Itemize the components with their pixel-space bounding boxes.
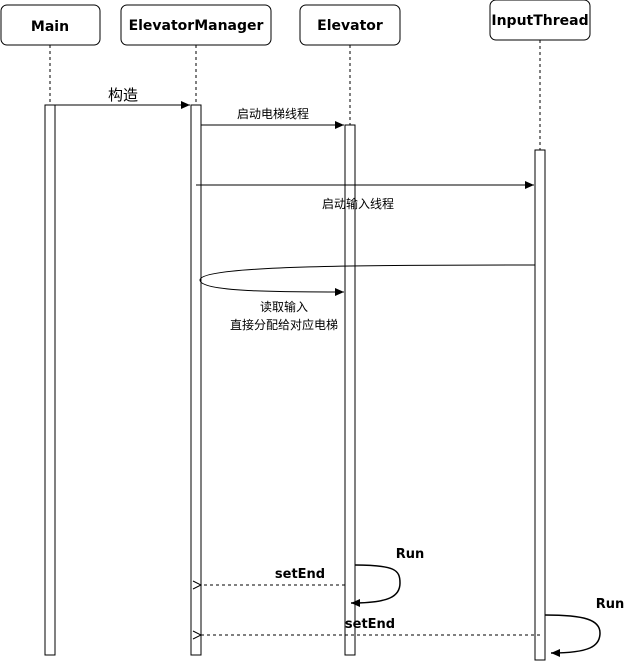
actor-input-thread-box — [489, 0, 591, 41]
message-start-input-thread-label: 启动输入线程 — [322, 196, 394, 211]
activation-elevator — [344, 124, 356, 656]
actor-main-box — [0, 4, 101, 46]
actor-main-label: Main — [31, 19, 69, 35]
actor-input-thread-label: InputThread — [491, 13, 588, 29]
activation-elevator-manager — [190, 104, 202, 656]
message-elevator-run-label: Run — [396, 547, 425, 562]
message-elevator-set-end: setEnd — [201, 567, 345, 585]
message-construct-label: 构造 — [108, 86, 138, 104]
message-start-elevator-threads-label: 启动电梯线程 — [237, 106, 309, 121]
actor-elevator-manager[interactable]: ElevatorManager — [120, 4, 272, 46]
message-read-input: 读取输入 直接分配给对应电梯 — [199, 264, 536, 332]
actor-elevator-manager-label: ElevatorManager — [129, 18, 264, 34]
message-input-run-arrow — [544, 614, 601, 657]
activation-input-thread — [534, 149, 546, 661]
message-elevator-set-end-label: setEnd — [275, 567, 325, 582]
actor-main[interactable]: Main — [0, 4, 101, 46]
message-read-input-label: 读取输入 — [260, 299, 308, 314]
actor-elevator[interactable]: Elevator — [299, 4, 401, 46]
message-elevator-run-arrow — [350, 564, 401, 607]
message-input-run: Run — [544, 597, 625, 657]
message-read-input-arrow — [199, 264, 536, 296]
message-start-input-thread: 启动输入线程 — [196, 181, 534, 211]
message-input-run-label: Run — [596, 597, 625, 612]
activations — [44, 104, 546, 661]
message-elevator-run: Run — [350, 547, 425, 607]
message-input-set-end: setEnd — [201, 617, 540, 635]
actor-elevator-label: Elevator — [317, 18, 383, 34]
actor-elevator-box — [299, 4, 401, 46]
message-assign-to-elevator-label: 直接分配给对应电梯 — [230, 317, 338, 332]
message-construct: 构造 — [55, 86, 190, 109]
actor-input-thread[interactable]: InputThread — [489, 0, 591, 41]
activation-main — [44, 104, 56, 656]
message-input-set-end-label: setEnd — [345, 617, 395, 632]
message-start-elevator-threads: 启动电梯线程 — [201, 106, 344, 129]
actor-elevator-manager-box — [120, 4, 272, 46]
